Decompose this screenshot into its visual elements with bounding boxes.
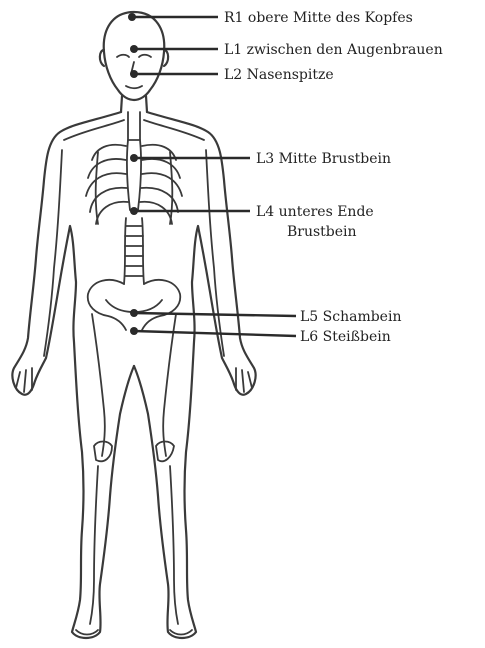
left-side-silhouette <box>12 112 134 638</box>
leader-l6 <box>134 331 296 336</box>
dot-l4 <box>130 207 138 215</box>
vertebrae <box>125 226 143 276</box>
label-l1: L1 zwischen den Augenbrauen <box>224 42 443 58</box>
left-shin <box>90 466 98 624</box>
label-l5: L5 Schambein <box>300 309 401 325</box>
right-side-silhouette <box>134 112 256 638</box>
neck-left <box>121 96 122 112</box>
dot-l5 <box>130 309 138 317</box>
label-l4-line2: Brustbein <box>287 224 357 240</box>
left-eye <box>117 55 129 57</box>
label-l6: L6 Steißbein <box>300 329 391 345</box>
dot-l3 <box>130 154 138 162</box>
left-clavicle <box>64 120 124 140</box>
point-labels: R1 obere Mitte des Kopfes L1 zwischen de… <box>224 10 443 345</box>
right-clavicle <box>144 120 204 140</box>
label-l3: L3 Mitte Brustbein <box>256 151 391 167</box>
right-eye <box>139 55 151 57</box>
right-shin <box>170 466 178 624</box>
mouth <box>126 86 142 88</box>
left-femur <box>92 314 105 456</box>
left-hand <box>16 368 32 392</box>
dot-l2 <box>130 70 138 78</box>
dot-l6 <box>130 327 138 335</box>
dot-r1 <box>128 13 136 21</box>
dot-l1 <box>130 45 138 53</box>
label-r1: R1 obere Mitte des Kopfes <box>224 10 413 26</box>
pelvis <box>88 280 181 330</box>
label-l4-line1: L4 unteres Ende <box>256 204 374 220</box>
human-figure <box>12 12 255 638</box>
right-femur <box>163 314 176 456</box>
neck-right <box>146 96 147 112</box>
spine <box>124 112 144 284</box>
label-l2: L2 Nasenspitze <box>224 67 334 83</box>
sternum <box>127 140 141 214</box>
head-outline <box>104 12 165 100</box>
right-hand <box>236 368 252 392</box>
right-foot <box>170 630 192 635</box>
left-foot <box>76 630 98 635</box>
leader-lines <box>128 13 296 336</box>
